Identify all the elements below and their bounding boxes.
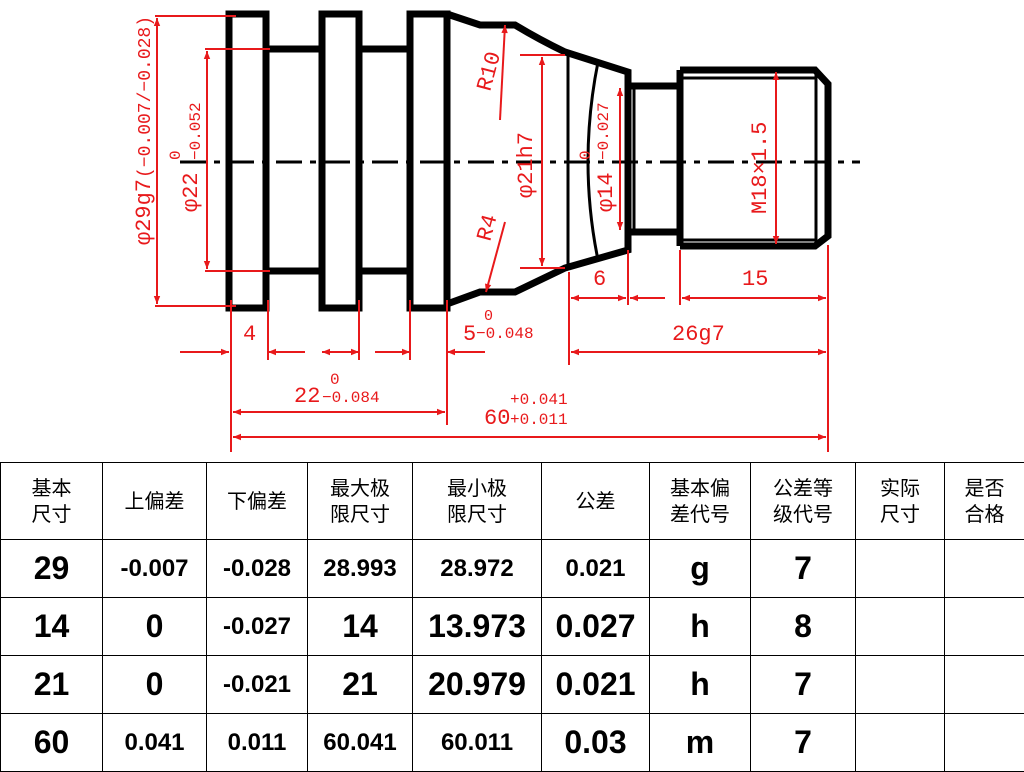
- len5-label: 5: [463, 322, 476, 347]
- table-cell: 60.041: [308, 714, 413, 772]
- dia22-label: φ22: [179, 172, 204, 212]
- dia22-upper: 0: [167, 150, 185, 160]
- table-cell: 60: [1, 714, 103, 772]
- len60-upper: +0.041: [510, 391, 568, 409]
- table-cell-actual[interactable]: [856, 714, 945, 772]
- table-cell: -0.027: [207, 598, 308, 656]
- table-cell: 14: [308, 598, 413, 656]
- table-cell: h: [650, 598, 751, 656]
- table-cell-actual[interactable]: [856, 540, 945, 598]
- len60-lower: +0.011: [510, 411, 568, 429]
- header-actual-size: 实际 尺寸: [856, 463, 945, 540]
- table-cell-actual[interactable]: [856, 656, 945, 714]
- dia21-label: φ21h7: [514, 132, 539, 198]
- table-row: 14 0 -0.027 14 13.973 0.027 h 8: [1, 598, 1024, 656]
- table-cell: 60.011: [413, 714, 542, 772]
- table-cell: 7: [751, 540, 856, 598]
- table-cell: 0: [103, 598, 207, 656]
- dia14-upper: 0: [577, 150, 595, 160]
- len22-lower: −0.084: [322, 389, 380, 407]
- r4-label: R4: [473, 212, 504, 244]
- header-basic-deviation-code: 基本偏 差代号: [650, 463, 751, 540]
- table-cell-qualified[interactable]: [945, 656, 1024, 714]
- len6-label: 6: [593, 267, 606, 292]
- table-cell: 21: [308, 656, 413, 714]
- table-cell: -0.021: [207, 656, 308, 714]
- header-tolerance: 公差: [542, 463, 650, 540]
- shaft-drawing: φ29g7 (−0.007/−0.028) φ22 0 −0.052 R10 R…: [0, 0, 1024, 462]
- dia14-label: φ14: [594, 172, 619, 212]
- dia29-tolerance: (−0.007/−0.028): [136, 16, 156, 178]
- len4-label: 4: [243, 322, 256, 347]
- len22-upper: 0: [330, 371, 340, 389]
- header-min-limit: 最小极 限尺寸: [413, 463, 542, 540]
- table-cell: h: [650, 656, 751, 714]
- len22-label: 22: [294, 384, 320, 409]
- table-cell-actual[interactable]: [856, 598, 945, 656]
- table-cell: 0.03: [542, 714, 650, 772]
- table-cell: -0.007: [103, 540, 207, 598]
- header-max-limit: 最大极 限尺寸: [308, 463, 413, 540]
- table-cell: 7: [751, 714, 856, 772]
- dia22-lower: −0.052: [187, 102, 205, 160]
- table-cell: 0: [103, 656, 207, 714]
- table-cell: 0.021: [542, 540, 650, 598]
- table-cell: m: [650, 714, 751, 772]
- table-cell-qualified[interactable]: [945, 598, 1024, 656]
- len5-lower: −0.048: [476, 325, 534, 343]
- len15-label: 15: [742, 267, 768, 292]
- table-cell: 0.021: [542, 656, 650, 714]
- table-row: 60 0.041 0.011 60.041 60.011 0.03 m 7: [1, 714, 1024, 772]
- table-row: 21 0 -0.021 21 20.979 0.021 h 7: [1, 656, 1024, 714]
- table-cell: 21: [1, 656, 103, 714]
- table-cell: -0.028: [207, 540, 308, 598]
- table-cell-qualified[interactable]: [945, 714, 1024, 772]
- table-row: 29 -0.007 -0.028 28.993 28.972 0.021 g 7: [1, 540, 1024, 598]
- dia29-label: φ29g7: [132, 179, 157, 245]
- len60-label: 60: [484, 406, 510, 431]
- table-cell: 20.979: [413, 656, 542, 714]
- dia14-lower: −0.027: [595, 102, 613, 160]
- header-qualified: 是否 合格: [945, 463, 1024, 540]
- thread-label: M18×1.5: [748, 122, 773, 214]
- table-cell: 29: [1, 540, 103, 598]
- table-cell: g: [650, 540, 751, 598]
- header-upper-deviation: 上偏差: [103, 463, 207, 540]
- table-cell: 8: [751, 598, 856, 656]
- header-basic-size: 基本 尺寸: [1, 463, 103, 540]
- len26-label: 26g7: [672, 322, 725, 347]
- table-cell: 14: [1, 598, 103, 656]
- table-header-row: 基本 尺寸 上偏差 下偏差 最大极 限尺寸 最小极 限尺寸 公差 基本偏 差代号…: [1, 463, 1024, 540]
- table-cell: 13.973: [413, 598, 542, 656]
- len5-upper: 0: [484, 308, 493, 325]
- table-cell: 0.011: [207, 714, 308, 772]
- table-cell-qualified[interactable]: [945, 540, 1024, 598]
- header-grade-code: 公差等 级代号: [751, 463, 856, 540]
- table-cell: 28.972: [413, 540, 542, 598]
- table-cell: 0.041: [103, 714, 207, 772]
- tolerance-table: 基本 尺寸 上偏差 下偏差 最大极 限尺寸 最小极 限尺寸 公差 基本偏 差代号…: [0, 462, 1024, 772]
- table-cell: 7: [751, 656, 856, 714]
- table-cell: 0.027: [542, 598, 650, 656]
- header-lower-deviation: 下偏差: [207, 463, 308, 540]
- table-cell: 28.993: [308, 540, 413, 598]
